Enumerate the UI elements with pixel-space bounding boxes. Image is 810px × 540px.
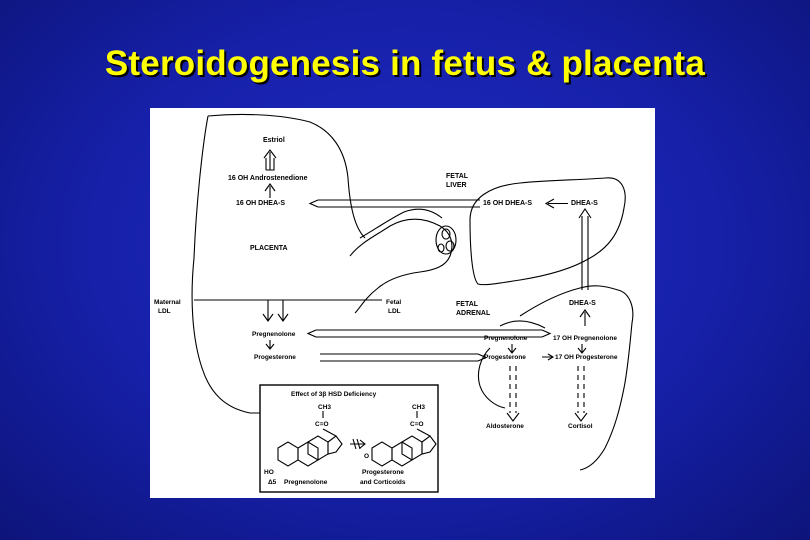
estriol-arrow	[263, 149, 277, 171]
pregnenolone-exchange-arrow	[306, 329, 552, 338]
placenta-dhea-s-label: 16 OH DHEA-S	[236, 200, 285, 207]
adrenal-oh-progesterone-label: 17 OH Progesterone	[555, 354, 618, 361]
placenta-progesterone-label: Progesterone	[254, 354, 296, 361]
cortisol-label: Cortisol	[568, 423, 593, 430]
maternal-ldl-down-arrow	[262, 300, 274, 322]
fetal-adrenal-outline	[519, 285, 634, 471]
inset-left-ch3: CH3	[318, 404, 331, 411]
steroidogenesis-diagram: Estriol 16 OH Androstenedione 16 OH DHEA…	[154, 113, 634, 493]
inset-right-name-2: and Corticoids	[360, 479, 406, 486]
placenta-preg-to-prog-arrow	[265, 340, 275, 350]
fetal-adrenal-label-1: FETAL	[456, 301, 479, 308]
adrenal-oh-pregnenolone-label: 17 OH Pregnenolone	[553, 335, 617, 342]
slide-title: Steroidogenesis in fetus & placenta	[104, 44, 706, 83]
cortisol-dashed-arrow	[577, 366, 585, 413]
pregnenolone-structure	[277, 428, 343, 467]
fetal-liver-label-2: LIVER	[446, 182, 467, 189]
inset-delta5: Δ5	[268, 479, 277, 486]
adrenal-preg-down-arrow	[507, 344, 517, 354]
androstenedione-arrow	[264, 183, 276, 198]
inset-right-name-1: Progesterone	[362, 469, 404, 476]
inset-oxo: O	[364, 453, 369, 460]
aldosterone-label: Aldosterone	[486, 423, 524, 430]
liver-dhea-conversion-arrow	[544, 198, 568, 209]
adrenal-prog-to-ohprog-arrow	[542, 353, 555, 361]
inset-left-carbonyl: C=O	[315, 421, 329, 428]
diagram-panel: Estriol 16 OH Androstenedione 16 OH DHEA…	[150, 108, 655, 498]
placenta-pregnenolone-label: Pregnenolone	[252, 331, 296, 338]
progesterone-structure	[371, 428, 437, 467]
androstenedione-label: 16 OH Androstenedione	[228, 175, 308, 182]
adrenal-ohpreg-down-arrow	[577, 344, 587, 354]
fetal-adrenal-label-2: ADRENAL	[456, 310, 491, 317]
cord-vessel	[435, 225, 457, 255]
adrenal-progesterone-label: Progesterone	[484, 354, 526, 361]
inset-hydroxyl: HO	[264, 469, 274, 476]
liver-to-placenta-arrow	[308, 199, 480, 208]
inset-blocked-arrow	[350, 438, 366, 450]
adrenal-dhea-up-arrow	[579, 309, 591, 326]
fetal-liver-outline	[469, 177, 626, 286]
liver-oh-dhea-s-label: 16 OH DHEA-S	[483, 200, 532, 207]
placenta-outline	[191, 113, 366, 414]
estriol-label: Estriol	[263, 137, 285, 144]
inset-left-name: Pregnenolone	[284, 479, 328, 486]
progesterone-transfer-arrow	[320, 353, 488, 362]
maternal-ldl-label-1: Maternal	[154, 299, 181, 306]
fetal-ldl-label-1: Fetal	[386, 299, 401, 306]
umbilical-cord	[349, 218, 453, 314]
placenta-label: PLACENTA	[250, 245, 288, 252]
adrenal-to-liver-arrow	[578, 208, 592, 290]
fetal-ldl-down-arrow	[277, 300, 289, 322]
inset-right-ch3: CH3	[412, 404, 425, 411]
fetal-ldl-label-2: LDL	[388, 308, 401, 315]
inset-right-carbonyl: C=O	[410, 421, 424, 428]
adrenal-pregnenolone-label: Pregnenolone	[484, 335, 528, 342]
maternal-ldl-label-2: LDL	[158, 308, 171, 315]
hsd-deficiency-inset	[259, 384, 439, 493]
aldosterone-dashed-arrow	[509, 366, 517, 413]
adrenal-dhea-s-label: DHEA-S	[569, 300, 596, 307]
liver-dhea-s-label: DHEA-S	[571, 200, 598, 207]
inset-title: Effect of 3β HSD Deficiency	[291, 391, 377, 398]
fetal-liver-label-1: FETAL	[446, 173, 469, 180]
